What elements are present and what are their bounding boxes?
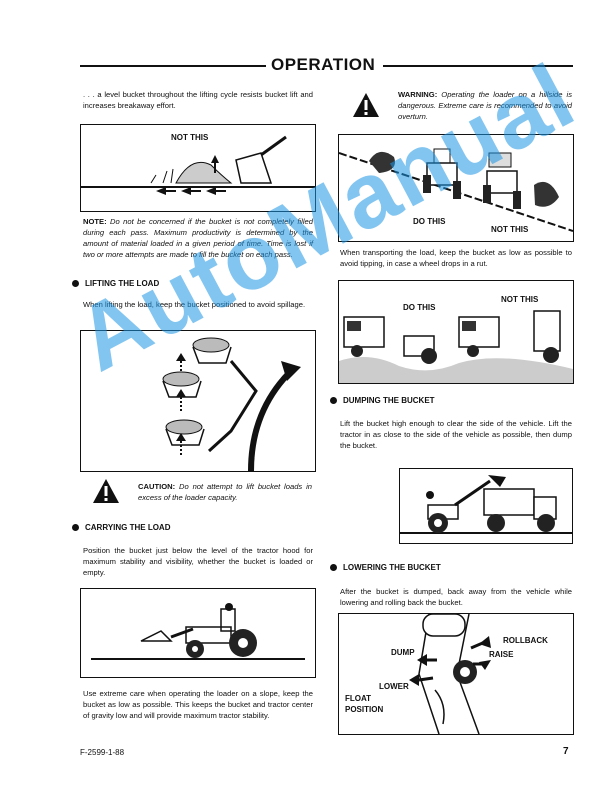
figure-hillside: DO THIS NOT THIS	[338, 134, 574, 242]
hill-not-this-label: NOT THIS	[491, 225, 529, 234]
hillside-illustration	[339, 148, 573, 232]
dumping-heading-text: DUMPING THE BUCKET	[343, 396, 435, 405]
lifting-illustration	[162, 337, 301, 471]
warning-label: WARNING:	[398, 90, 438, 99]
bullet-icon	[72, 524, 79, 531]
dumping-illustration	[400, 475, 572, 534]
raise-label: RAISE	[489, 650, 514, 659]
page-number: 7	[563, 746, 569, 757]
header-rule-right	[383, 65, 573, 67]
intro-paragraph: . . . a level bucket throughout the lift…	[83, 90, 313, 110]
caution-label: CAUTION:	[138, 482, 176, 491]
note-text: Do not be concerned if the bucket is not…	[83, 217, 313, 259]
scoop-illustration	[81, 135, 315, 195]
float-label: FLOAT	[345, 694, 372, 703]
figure-not-this-scoop: NOT THIS	[80, 124, 316, 212]
carrying-heading: CARRYING THE LOAD	[72, 523, 170, 532]
caution-warning-icon	[93, 479, 119, 503]
dumping-heading: DUMPING THE BUCKET	[330, 396, 435, 405]
tractor-carry-illustration	[91, 603, 305, 660]
bullet-icon	[330, 397, 337, 404]
warning-icon	[353, 93, 379, 117]
note-paragraph: NOTE: Do not be concerned if the bucket …	[83, 216, 313, 260]
bullet-icon	[72, 280, 79, 287]
warning-paragraph: WARNING: Operating the loader on a hills…	[398, 89, 572, 122]
lifting-heading-text: LIFTING THE LOAD	[85, 279, 160, 288]
figure-dumping	[399, 468, 573, 544]
page-title: OPERATION	[271, 55, 376, 74]
figure-lever-positions: ROLLBACK DUMP RAISE LOWER FLOAT POSITION	[338, 613, 574, 735]
transport-paragraph: When transporting the load, keep the buc…	[340, 248, 572, 268]
truck-not-this-label: NOT THIS	[501, 295, 539, 304]
carrying-heading-text: CARRYING THE LOAD	[85, 523, 171, 532]
lower-label: LOWER	[379, 682, 409, 691]
figure-label-not-this: NOT THIS	[171, 133, 209, 142]
slope-paragraph: Use extreme care when operating the load…	[83, 689, 313, 720]
control-lever-illustration	[409, 614, 491, 734]
lowering-paragraph: After the bucket is dumped, back away fr…	[340, 587, 572, 607]
figure-truck-loading: DO THIS NOT THIS	[338, 280, 574, 384]
footer-code: F-2599-1-88	[80, 748, 125, 757]
lowering-heading: LOWERING THE BUCKET	[330, 563, 441, 572]
rollback-label: ROLLBACK	[503, 636, 548, 645]
figure-carrying-load	[80, 588, 316, 678]
warning-text: Operating the loader on a hillside is da…	[398, 90, 572, 121]
dump-label: DUMP	[391, 648, 415, 657]
caution-text: Do not attempt to lift bucket loads in e…	[138, 482, 312, 502]
lifting-heading: LIFTING THE LOAD	[72, 279, 159, 288]
lifting-paragraph: When lifting the load, keep the bucket p…	[83, 300, 306, 309]
hill-do-this-label: DO THIS	[413, 217, 446, 226]
header-rule-left	[80, 65, 266, 67]
truck-rut-illustration	[339, 310, 573, 383]
dumping-paragraph: Lift the bucket high enough to clear the…	[340, 419, 572, 450]
bullet-icon	[330, 564, 337, 571]
caution-paragraph: CAUTION: Do not attempt to lift bucket l…	[138, 481, 312, 503]
position-label: POSITION	[345, 705, 384, 714]
note-label: NOTE:	[83, 217, 107, 226]
figure-lifting-load	[80, 330, 316, 472]
truck-do-this-label: DO THIS	[403, 303, 436, 312]
carrying-paragraph: Position the bucket just below the level…	[83, 546, 313, 577]
lowering-heading-text: LOWERING THE BUCKET	[343, 563, 441, 572]
